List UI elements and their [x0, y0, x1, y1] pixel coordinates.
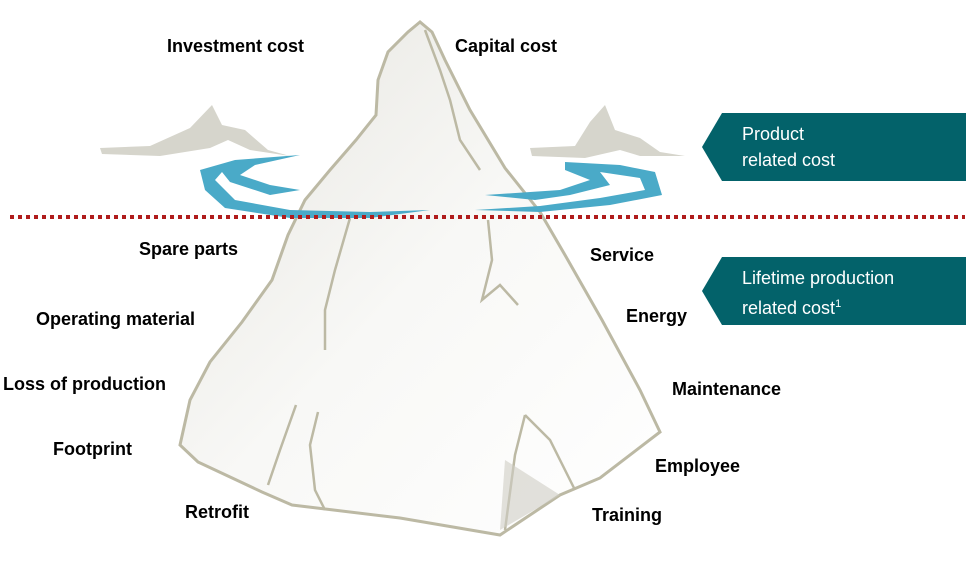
footnote-marker: 1 [835, 298, 842, 310]
banner-product-related-cost: Product related cost [702, 113, 966, 181]
label-employee: Employee [655, 456, 741, 476]
water-swirl-left [200, 155, 430, 218]
label-footprint: Footprint [53, 439, 132, 459]
banner-line: related cost [742, 150, 836, 170]
banner-lifetime-production-cost: Lifetime production related cost1 [702, 257, 966, 325]
iceberg-body [178, 20, 662, 537]
label-energy: Energy [626, 306, 688, 326]
label-operating-material: Operating material [36, 309, 196, 329]
label-capital-cost: Capital cost [455, 36, 558, 56]
water-swirl-right [475, 162, 662, 212]
banner-line: Lifetime production [742, 268, 895, 288]
right-distant-ice [530, 105, 685, 158]
banner-line: Product [742, 124, 805, 144]
label-service: Service [590, 245, 655, 265]
banner-text: related cost [742, 298, 836, 318]
banner-line: related cost1 [742, 291, 966, 321]
label-investment-cost: Investment cost [167, 36, 305, 56]
left-distant-ice [100, 105, 290, 156]
label-training: Training [592, 505, 663, 525]
label-maintenance: Maintenance [672, 379, 782, 399]
label-spare-parts: Spare parts [139, 239, 239, 259]
label-retrofit: Retrofit [185, 502, 249, 522]
label-loss-of-production: Loss of production [3, 374, 166, 394]
